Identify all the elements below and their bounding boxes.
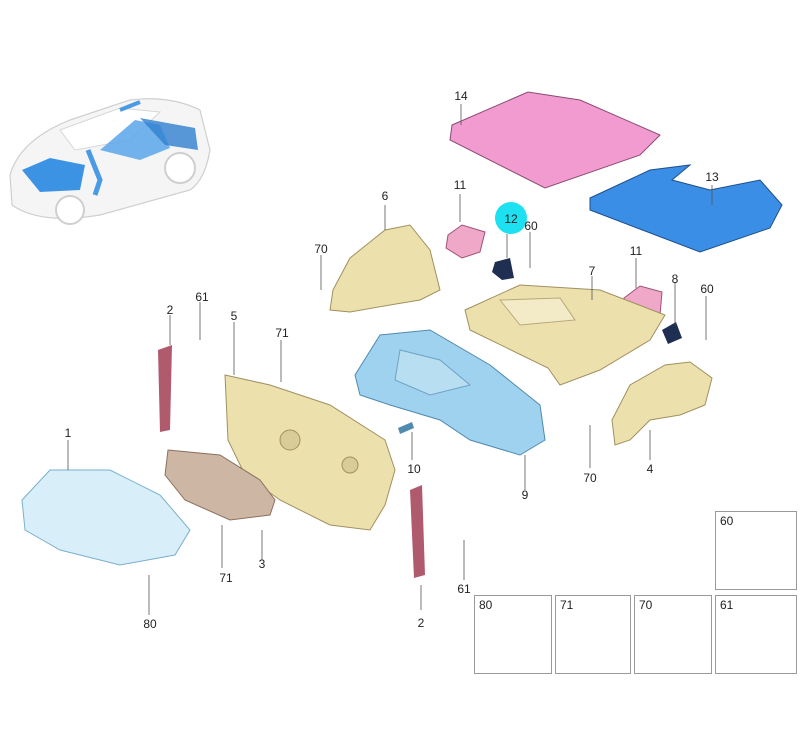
underhood-insulation <box>164 449 276 521</box>
seal-strip-lower <box>410 485 425 578</box>
callout-70-right: 70 <box>583 471 597 485</box>
fastener-box-label: 61 <box>720 598 734 612</box>
wheelhouse-insulation-right <box>611 361 713 446</box>
fastener-box-60: 60 <box>715 511 797 590</box>
callout-14: 14 <box>454 89 468 103</box>
trunk-floor-panel <box>449 91 661 189</box>
fastener-box-label: 71 <box>560 598 574 612</box>
callout-11-left: 11 <box>453 178 467 192</box>
strip-10 <box>398 422 414 434</box>
callout-61-upper: 61 <box>195 290 209 304</box>
wheelhouse-insulation-left <box>329 224 441 313</box>
fastener-box-80: 80 <box>474 595 552 674</box>
callout-9: 9 <box>521 488 529 502</box>
rear-floor-panel <box>589 164 783 253</box>
callout-8: 8 <box>671 272 679 286</box>
callout-4: 4 <box>646 462 654 476</box>
callout-60-upper: 60 <box>524 219 538 233</box>
callout-7: 7 <box>588 264 596 278</box>
bracket-12 <box>492 258 514 280</box>
vehicle-overview-icon <box>9 98 211 225</box>
fastener-box-label: 60 <box>720 514 734 528</box>
callout-13: 13 <box>705 170 719 184</box>
fastener-box-label: 70 <box>639 598 653 612</box>
callout-10: 10 <box>407 462 421 476</box>
seal-strip-upper <box>158 345 172 432</box>
fastener-box-label: 80 <box>479 598 493 612</box>
highlight-badge <box>495 202 527 234</box>
callout-5: 5 <box>230 309 238 323</box>
fastener-box-70: 70 <box>634 595 712 674</box>
callout-71-lower: 71 <box>219 571 233 585</box>
callout-2-lower: 2 <box>417 616 425 630</box>
fastener-box-61: 61 <box>715 595 797 674</box>
bracket-8 <box>662 322 682 344</box>
fastener-box-71: 71 <box>555 595 631 674</box>
callout-71-upper: 71 <box>275 326 289 340</box>
callout-6: 6 <box>381 189 389 203</box>
callout-2-upper: 2 <box>166 303 174 317</box>
insulation-block <box>445 224 486 259</box>
callout-60-right: 60 <box>700 282 714 296</box>
callout-80: 80 <box>143 617 157 631</box>
callout-70-left: 70 <box>314 242 328 256</box>
callout-61-lower: 61 <box>457 582 471 596</box>
callout-1: 1 <box>64 426 72 440</box>
callout-3: 3 <box>258 557 266 571</box>
callout-12: 12 <box>504 212 518 226</box>
callout-11-right: 11 <box>629 244 643 258</box>
hood-insulation <box>21 469 191 566</box>
